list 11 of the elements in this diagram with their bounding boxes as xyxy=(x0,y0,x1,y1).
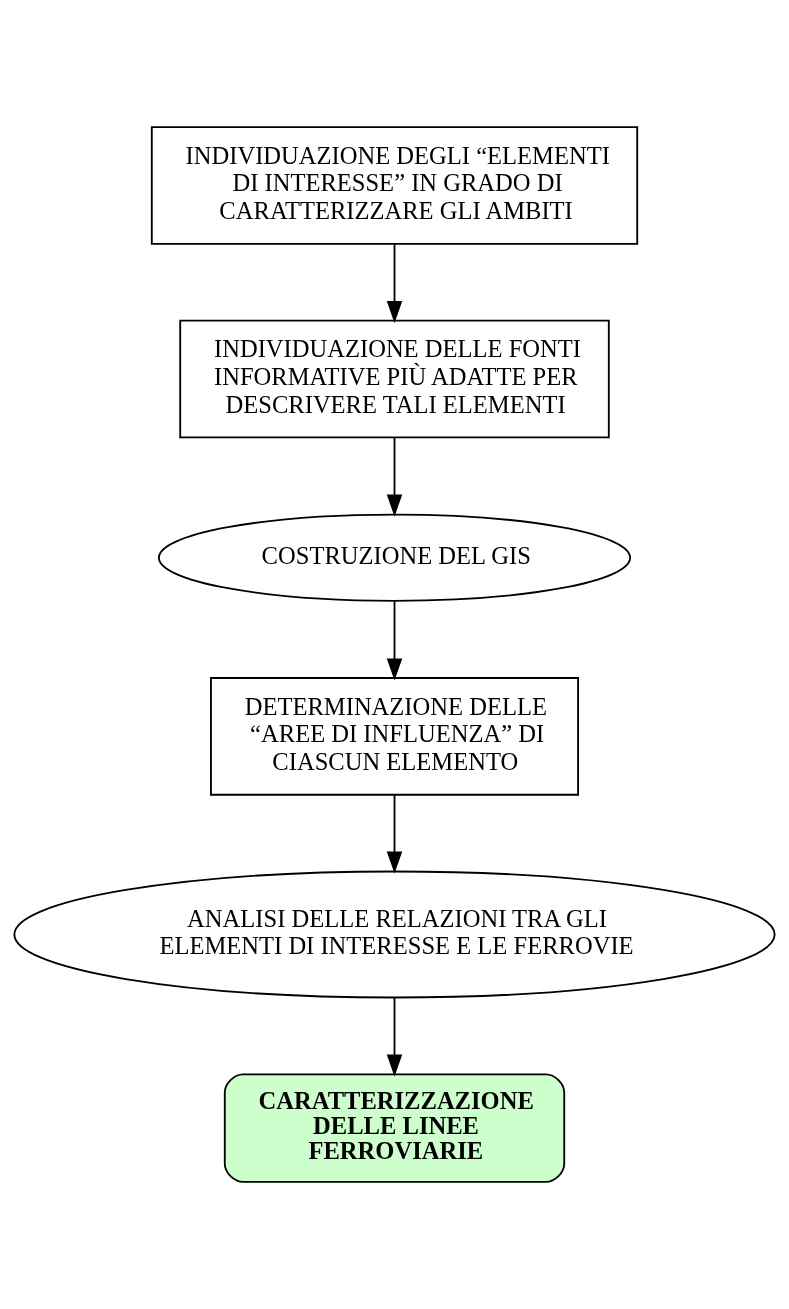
node-box: INDIVIDUAZIONE DEGLI “ELEMENTI DI INTERESSE” IN GRADO DI CARATTERIZZARE GLI AMBITI xyxy=(150,126,639,245)
arrow xyxy=(386,997,403,1077)
arrow xyxy=(386,600,403,681)
node-ellipse: COSTRUZIONE DEL GIS xyxy=(157,513,632,602)
arrow xyxy=(386,793,403,874)
arrow xyxy=(386,243,403,324)
node-box: CARATTERIZZAZIONE DELLE LINEE FERROVIARIE xyxy=(223,1073,566,1183)
node-ellipse: ANALISI DELLE RELAZIONI TRA GLI ELEMENTI DI INTERESSE E LE FERROVIE xyxy=(13,870,776,999)
node-box: INDIVIDUAZIONE DELLE FONTI INFORMATIVE PIÙ ADATTE PER DESCRIVERE TALI ELEMENTI xyxy=(179,319,610,439)
arrow xyxy=(386,436,403,517)
node-box: DETERMINAZIONE DELLE “AREE DI INFLUENZA” DI CIASCUN ELEMENTO xyxy=(210,677,579,796)
